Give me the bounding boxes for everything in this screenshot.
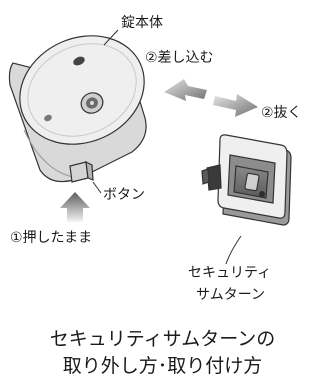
lock-body [8,35,147,183]
label-pull-out: ②抜く [261,105,302,121]
label-insert: ②差し込む [145,50,214,66]
security-thumbturn [201,134,292,226]
label-thumbturn-line1: セキュリティ [188,265,272,281]
leader-thumbturn [225,235,242,265]
leader-button [92,181,102,194]
label-lock-body: 錠本体 [121,15,163,31]
label-thumbturn-line2: サムターン [196,287,266,303]
caption-line2: 取り外し方･取り付け方 [62,355,263,377]
label-hold-press: ①押したまま [10,230,93,246]
press-arrow-icon [60,192,90,222]
insert-arrow-icon [164,79,207,101]
button-part [69,160,94,183]
leader-lock-body [103,29,119,46]
pull-out-arrow-icon [213,94,258,117]
label-button: ボタン [103,187,145,203]
caption-line1: セキュリティサムターンの [49,328,276,350]
